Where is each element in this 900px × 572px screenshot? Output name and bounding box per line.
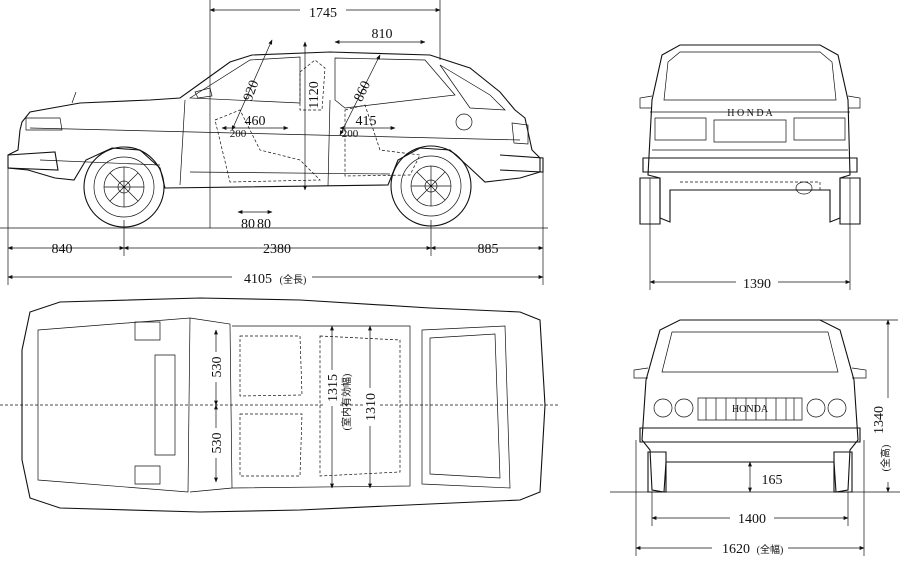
dim-920: 920 [241, 78, 262, 103]
dim-4105-label: (全長) [280, 273, 307, 286]
dim-1120: 1120 [307, 81, 322, 108]
dim-165: 165 [762, 473, 783, 488]
dim-415: 415 [356, 114, 377, 129]
dim-530-lower: 530 [210, 433, 225, 454]
dim-810: 810 [372, 27, 393, 42]
front-view: HONDA 1340 (全高) 165 1400 1620 (全幅) [610, 319, 900, 557]
front-grille-badge: HONDA [732, 404, 769, 415]
dim-1400: 1400 [738, 512, 766, 527]
dim-530-upper: 530 [210, 357, 225, 378]
dim-1315-label: (室内有効幅) [340, 374, 353, 431]
dim-80-a: 80 [241, 217, 255, 232]
dim-840: 840 [52, 242, 73, 257]
dim-1620-label: (全幅) [757, 543, 784, 556]
dim-1620: 1620 [722, 542, 750, 557]
rear-make-badge: H O N D A [727, 108, 773, 119]
front-wheel [83, 146, 165, 228]
dim-1390: 1390 [743, 277, 771, 292]
side-view: 1745 810 920 1120 860 460 415 200 200 80… [0, 0, 548, 287]
dim-2380: 2380 [263, 242, 291, 257]
dim-4105: 4105 [244, 272, 272, 287]
dim-200-front: 200 [230, 128, 247, 140]
rear-view: H O N D A 1390 [639, 44, 861, 292]
dim-1340: 1340 [872, 406, 887, 434]
dim-1340-label: (全高) [879, 445, 892, 472]
dim-885: 885 [478, 242, 499, 257]
dim-1315: 1315 [326, 374, 341, 402]
dim-80-b: 80 [257, 217, 271, 232]
dim-1310: 1310 [364, 393, 379, 421]
dim-460: 460 [245, 114, 266, 129]
dim-200-rear: 200 [342, 128, 359, 140]
rear-wheel [390, 145, 472, 227]
dim-860: 860 [352, 79, 374, 104]
top-view: 530 530 1315 (室内有効幅) 1310 [0, 297, 560, 513]
dim-1745: 1745 [309, 6, 337, 21]
